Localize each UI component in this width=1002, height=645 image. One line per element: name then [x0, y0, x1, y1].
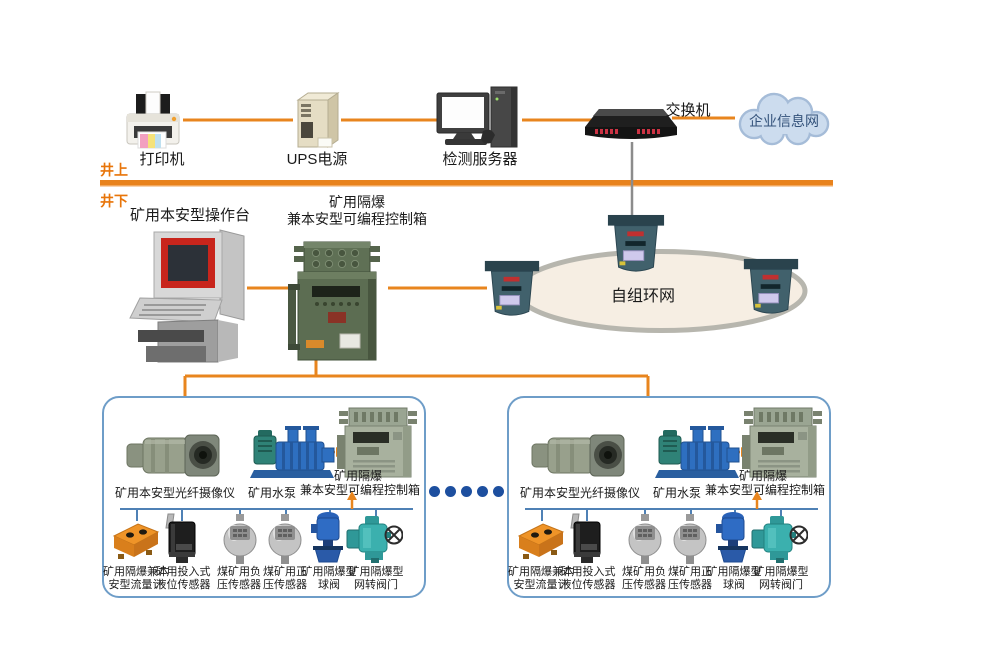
fiber-camera-icon — [530, 428, 635, 488]
station-plc-label-line2: 兼本安型可编程控制箱 — [704, 483, 825, 497]
positive-pressure-sensor-icon — [672, 513, 708, 570]
positive-pressure-label: 煤矿用正压传感器 — [263, 566, 307, 591]
station-plc-label-line1: 矿用隔爆 — [333, 469, 382, 483]
station-plc-label-line2: 兼本安型可编程控制箱 — [299, 483, 420, 497]
station-plc-label-line1: 矿用隔爆 — [738, 469, 787, 483]
ring-node-icon — [483, 258, 541, 325]
ups-icon — [290, 90, 342, 157]
printer-label: 打印机 — [139, 151, 185, 168]
flow-meter-label: 矿用隔爆兼本安型流量计 — [508, 566, 574, 591]
camera-label: 矿用本安型光纤摄像仪 — [114, 486, 235, 500]
flow-meter-icon — [112, 520, 160, 567]
negative-pressure-sensor-icon — [222, 513, 258, 570]
operator-console-icon — [120, 226, 250, 369]
server-label: 检测服务器 — [442, 151, 518, 168]
ball-valve-icon — [311, 510, 345, 571]
rotary-valve-icon — [345, 512, 404, 569]
console-label: 矿用本安型操作台 — [129, 207, 250, 224]
positive-pressure-sensor-icon — [267, 513, 303, 570]
ball-valve-label: 矿用隔爆型球阀 — [706, 566, 762, 591]
network-switch-icon — [585, 105, 677, 152]
camera-label: 矿用本安型光纤摄像仪 — [519, 486, 640, 500]
ball-valve-icon — [716, 510, 750, 571]
ring-network-label: 自组环网 — [610, 288, 675, 305]
fiber-camera-icon — [125, 428, 230, 488]
level-sensor-label: 矿用投入式液位传感器 — [155, 566, 211, 591]
station-plc-box-icon — [740, 405, 825, 485]
water-pump-icon — [250, 420, 335, 487]
level-sensor-label: 矿用投入式液位传感器 — [560, 566, 616, 591]
printer-icon — [122, 90, 184, 161]
flow-meter-label: 矿用隔爆兼本安型流量计 — [103, 566, 169, 591]
level-sensor-icon — [162, 512, 200, 569]
ellipsis-dots — [429, 486, 504, 497]
pump-label: 矿用水泵 — [247, 486, 296, 500]
station-plc-box-icon — [335, 405, 420, 485]
enterprise-network-label: 企业信息网 — [749, 113, 819, 129]
water-pump-icon — [655, 420, 740, 487]
rotary-valve-icon — [750, 512, 809, 569]
negative-pressure-label: 煤矿用负压传感器 — [622, 566, 666, 591]
negative-pressure-sensor-icon — [627, 513, 663, 570]
negative-pressure-label: 煤矿用负压传感器 — [217, 566, 261, 591]
enterprise-cloud-icon — [730, 88, 834, 155]
ups-label: UPS电源 — [286, 151, 348, 168]
ring-node-icon — [742, 256, 800, 323]
level-sensor-icon — [567, 512, 605, 569]
main-plc-label-line1: 矿用隔爆 — [329, 194, 385, 210]
main-plc-label-line2: 兼本安型可编程控制箱 — [287, 211, 427, 227]
rotary-valve-label: 矿用隔爆型网转阀门 — [753, 566, 809, 591]
surface-side-label: 井上 — [100, 162, 128, 178]
ring-node-icon — [606, 213, 666, 280]
rotary-valve-label: 矿用隔爆型网转阀门 — [348, 566, 404, 591]
flow-meter-icon — [517, 520, 565, 567]
positive-pressure-label: 煤矿用正压传感器 — [668, 566, 712, 591]
pump-label: 矿用水泵 — [652, 486, 701, 500]
underground-side-label: 井下 — [100, 193, 128, 209]
surface-divider-line — [100, 180, 833, 186]
switch-label: 交换机 — [665, 102, 711, 119]
main-plc-box-icon — [286, 236, 390, 369]
ball-valve-label: 矿用隔爆型球阀 — [301, 566, 357, 591]
server-icon — [435, 85, 523, 162]
